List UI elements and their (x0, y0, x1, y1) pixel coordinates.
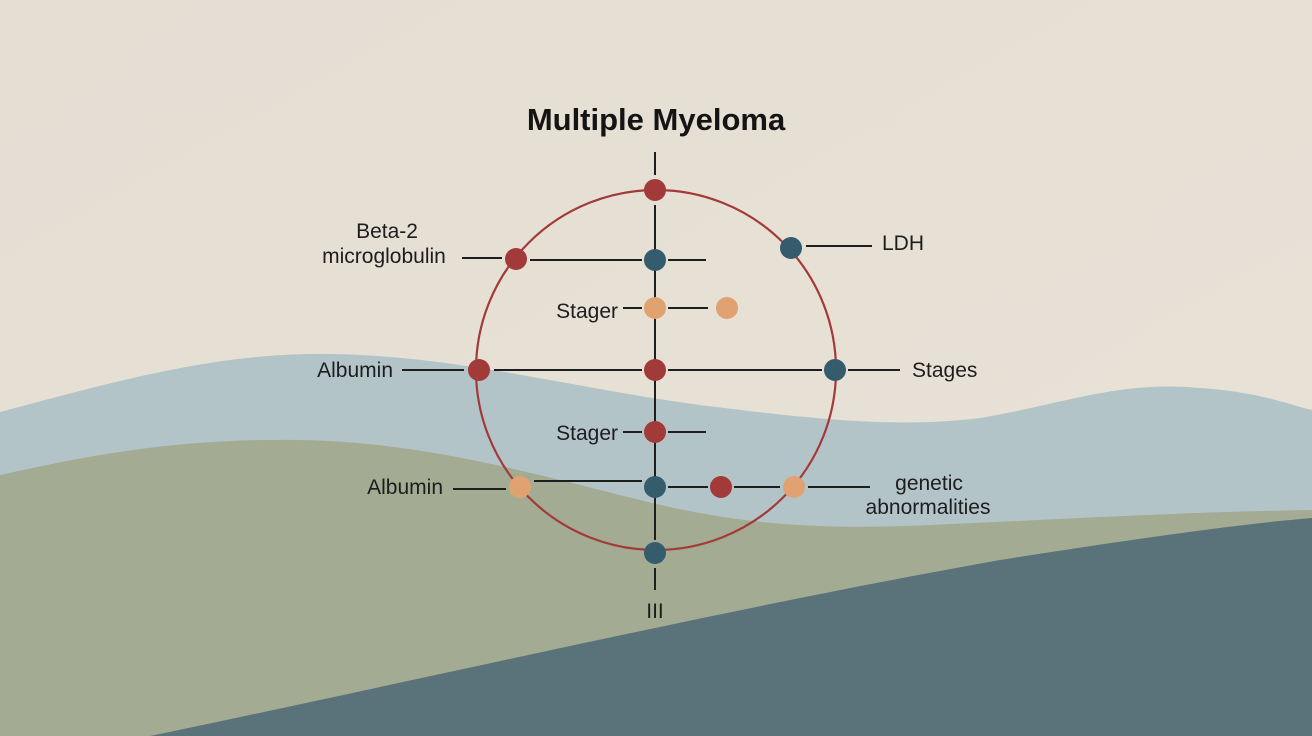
node-top (644, 179, 666, 201)
label-beta2-line1: Beta-2 (356, 220, 418, 243)
wave-slate (150, 518, 1312, 736)
node-stager-upper (644, 297, 666, 319)
label-stager-lower: Stager (556, 422, 618, 445)
label-stager-upper: Stager (556, 300, 618, 323)
node-albumin-lower (509, 476, 531, 498)
node-beta2-inner (644, 249, 666, 271)
node-beta2-outer (505, 248, 527, 270)
node-lower-center (644, 476, 666, 498)
label-albumin-lower: Albumin (367, 476, 443, 499)
label-beta2-line2: microglobulin (322, 245, 446, 268)
diagram-title: Multiple Myeloma (527, 102, 786, 137)
node-stager-upper-right (716, 297, 738, 319)
node-stager-lower (644, 421, 666, 443)
node-albumin-upper (468, 359, 490, 381)
node-center (644, 359, 666, 381)
label-stages: Stages (912, 359, 977, 382)
label-genetic-line1: genetic (895, 472, 963, 495)
label-genetic-line2: abnormalities (866, 496, 991, 519)
node-bottom (644, 542, 666, 564)
node-genetic-outer (783, 476, 805, 498)
label-albumin-upper: Albumin (317, 359, 393, 382)
label-ldh: LDH (882, 232, 924, 255)
node-genetic-inner (710, 476, 732, 498)
node-stages (824, 359, 846, 381)
node-ldh (780, 237, 802, 259)
label-axis-bottom: III (646, 600, 664, 623)
